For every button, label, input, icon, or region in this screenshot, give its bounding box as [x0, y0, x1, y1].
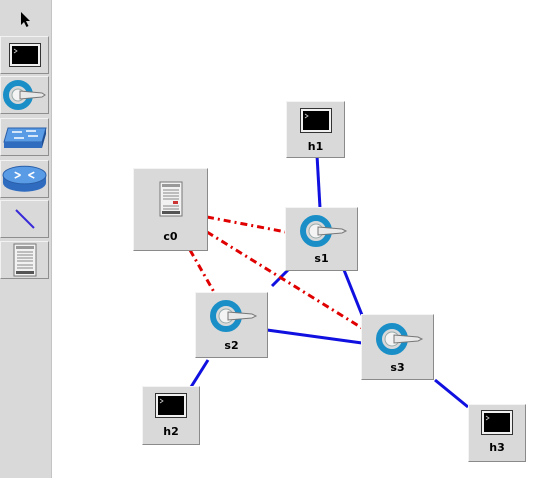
host-node-h2[interactable]: h2	[142, 386, 200, 445]
node-label: s3	[390, 361, 405, 374]
link-s3-h3[interactable]	[434, 378, 469, 409]
node-label: h3	[489, 441, 505, 454]
node-label: s2	[224, 339, 239, 352]
topology-canvas[interactable]: h1 c0 s	[52, 0, 542, 478]
link-line-icon	[14, 209, 35, 229]
host-node-h3[interactable]: h3	[468, 404, 526, 462]
openflow-switch-icon	[299, 215, 347, 247]
terminal-icon	[299, 108, 332, 133]
link-s2-h2[interactable]	[189, 359, 210, 388]
legacy-switch-tool[interactable]	[0, 118, 49, 156]
legacy-switch-icon	[2, 127, 47, 148]
links-layer	[188, 154, 469, 409]
control-c0-s1[interactable]	[206, 215, 287, 234]
switch-node-s1[interactable]: s1	[285, 207, 358, 271]
legacy-router-tool[interactable]	[0, 160, 49, 198]
controller-node-c0[interactable]: c0	[133, 168, 208, 251]
control-c0-s2[interactable]	[188, 249, 216, 293]
openflow-switch-icon	[2, 80, 46, 110]
node-label: h2	[163, 425, 179, 438]
link-h1-s1[interactable]	[315, 154, 322, 209]
link-s1-s3[interactable]	[342, 269, 364, 316]
host-node-h1[interactable]: h1	[286, 101, 345, 158]
openflow-switch-icon	[375, 323, 423, 355]
controller-tool[interactable]	[0, 241, 49, 279]
terminal-icon	[481, 410, 513, 435]
node-label: s1	[314, 252, 329, 265]
control-c0-s3[interactable]	[206, 230, 363, 330]
openflow-switch-icon	[209, 300, 257, 332]
switch-node-s2[interactable]: s2	[195, 292, 268, 358]
server-icon	[13, 243, 36, 277]
server-icon	[159, 181, 182, 217]
toolbar	[0, 0, 52, 478]
select-tool[interactable]	[0, 0, 49, 38]
switch-tool[interactable]	[0, 76, 49, 114]
switch-node-s3[interactable]: s3	[361, 314, 434, 380]
terminal-icon	[155, 393, 187, 418]
terminal-icon	[8, 43, 41, 67]
link-s2-s3[interactable]	[266, 328, 363, 345]
node-label: h1	[307, 140, 324, 153]
node-label: c0	[163, 230, 178, 243]
router-icon	[2, 165, 47, 192]
host-tool[interactable]	[0, 36, 49, 74]
netlink-tool[interactable]	[0, 200, 49, 238]
arrow-pointer-icon	[20, 12, 30, 27]
